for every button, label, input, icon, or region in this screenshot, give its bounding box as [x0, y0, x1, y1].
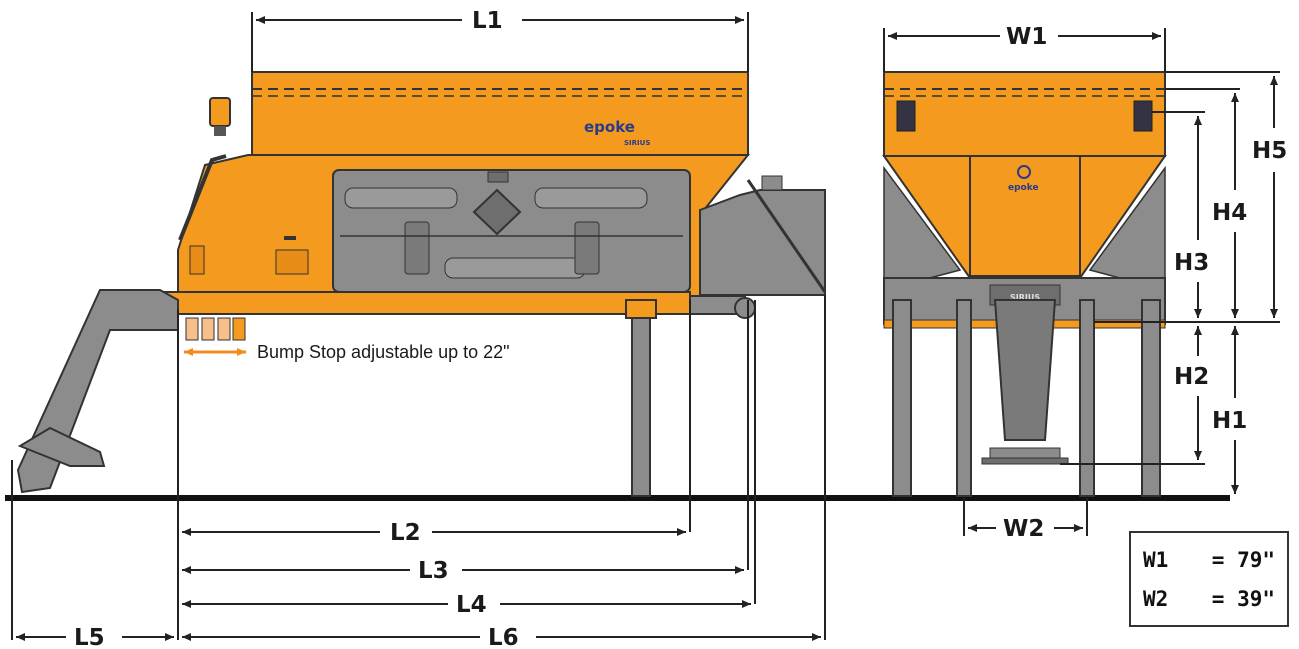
- spec-row-w2: W2 = 39": [1143, 580, 1275, 619]
- dim-L3: L3: [418, 558, 449, 584]
- beacon-light-icon: [209, 97, 231, 127]
- rear-right-outer-leg: [1141, 299, 1161, 497]
- dim-L2: L2: [390, 520, 421, 546]
- bump-stop: [185, 317, 199, 341]
- rear-leg: [631, 299, 651, 497]
- dim-H2: H2: [1174, 364, 1209, 390]
- frame-rail: [159, 291, 691, 315]
- dim-L5: L5: [74, 625, 105, 649]
- spec-w1-value: = 79": [1211, 548, 1275, 572]
- brand-logo-side: epoke: [584, 118, 635, 136]
- dim-L6: L6: [488, 625, 519, 649]
- dim-H4: H4: [1212, 200, 1247, 226]
- spec-row-w1: W1 = 79": [1143, 541, 1275, 580]
- brand-logo-rear: epoke: [1008, 183, 1039, 193]
- dim-W1: W1: [1006, 24, 1047, 50]
- spec-w1-label: W1: [1143, 548, 1169, 572]
- side-view: epoke SIRIUS: [16, 71, 827, 497]
- dim-W2: W2: [1003, 516, 1044, 542]
- left-beacon-icon: [896, 100, 916, 132]
- dim-L4: L4: [456, 592, 487, 618]
- dim-H3: H3: [1174, 250, 1209, 276]
- right-beacon-icon: [1133, 100, 1153, 132]
- bump-stop-note: Bump Stop adjustable up to 22": [257, 342, 510, 362]
- spinner-chute: [993, 299, 1057, 441]
- rear-left-inner-leg: [956, 299, 972, 497]
- rear-left-outer-leg: [892, 299, 912, 497]
- rear-hopper-top: [883, 71, 1166, 157]
- brand-model-rear: SIRIUS: [1010, 293, 1040, 302]
- center-emblem-icon: [472, 188, 522, 236]
- hopper-top: [251, 71, 749, 156]
- brand-model-side: SIRIUS: [624, 139, 650, 147]
- dim-H1: H1: [1212, 408, 1247, 434]
- spec-w2-label: W2: [1143, 587, 1169, 611]
- rear-dimensions: [883, 28, 1280, 536]
- rear-view: epoke SIRIUS: [882, 71, 1167, 497]
- side-dimensions: [11, 12, 826, 641]
- rear-right-inner-leg: [1079, 299, 1095, 497]
- spec-w2-value: = 39": [1211, 587, 1275, 611]
- dim-L1: L1: [472, 8, 503, 34]
- rear-chute: [699, 189, 826, 296]
- dim-H5: H5: [1252, 138, 1287, 164]
- spec-box: W1 = 79" W2 = 39": [1129, 531, 1289, 627]
